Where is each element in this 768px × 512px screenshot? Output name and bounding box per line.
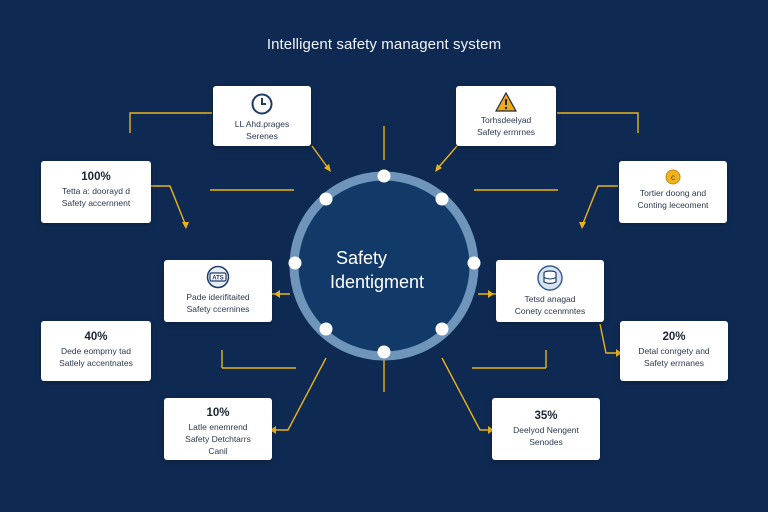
card-line: Dede eomprny tad — [61, 346, 131, 356]
card-line: Conety ccenmntes — [514, 306, 586, 316]
connector-upper-right-bracket — [581, 185, 618, 227]
hub-node — [319, 322, 333, 336]
arrowhead — [182, 222, 189, 229]
card-mid-left[interactable]: ATS Pade iderifitaited Safety ccernines — [164, 260, 272, 322]
hub-label: Safety Identigment — [330, 246, 470, 294]
card-value: 35% — [534, 410, 558, 422]
card-line: Torhsdeelyad — [480, 115, 532, 125]
card-bottom-right[interactable]: 35% Deelyod Nengent Senodes — [492, 398, 600, 460]
arrowhead — [616, 349, 622, 357]
card-line: Safety ccernines — [186, 304, 250, 314]
connector-lower-left-line — [221, 350, 296, 369]
card-lower-right[interactable]: 20% Detal conrgety and Safety errnanes — [620, 321, 728, 381]
svg-text:c: c — [671, 173, 675, 182]
hub-node — [319, 192, 333, 206]
arrowhead — [324, 164, 331, 172]
connector-upper-left-bracket — [150, 185, 187, 227]
warning-icon — [495, 92, 517, 112]
card-bottom-left[interactable]: 10% Latle enemrend Safety Detchtarrs Can… — [164, 398, 272, 460]
clock-icon — [251, 93, 273, 115]
database-gear-icon — [537, 265, 563, 291]
card-line: Latle enemrend — [188, 422, 248, 432]
card-line: Safety errnrnes — [476, 127, 536, 137]
card-lower-left[interactable]: 40% Dede eomprny tad Satlely accentnates — [41, 321, 151, 381]
coin-icon: c — [665, 169, 681, 185]
arrowhead — [579, 222, 586, 229]
svg-text:ATS: ATS — [212, 276, 224, 282]
hub-node — [377, 169, 391, 183]
card-top-right[interactable]: Torhsdeelyad Safety errnrnes — [456, 86, 556, 146]
card-line: Tortier doong and — [639, 188, 707, 198]
card-value: 100% — [81, 171, 111, 183]
connector-top-right-bracket — [557, 112, 639, 133]
hub-node — [435, 322, 449, 336]
card-line: Serenes — [246, 131, 278, 141]
hub-node — [467, 256, 481, 270]
connectors — [129, 112, 639, 431]
arrowhead — [435, 164, 442, 172]
shield-badge-icon: ATS — [206, 265, 230, 289]
card-value: 10% — [206, 407, 230, 419]
card-line: Canil — [208, 446, 228, 456]
card-line: Safety Detchtarrs — [185, 434, 251, 444]
hub-nodes — [288, 169, 481, 359]
diagram-title: Intelligent safety managent system — [266, 36, 502, 53]
arrowhead — [488, 290, 494, 298]
hub-node — [288, 256, 302, 270]
card-value: 20% — [662, 331, 686, 343]
hub-node — [377, 345, 391, 359]
card-value: 40% — [84, 331, 108, 343]
card-upper-right[interactable]: c Tortier doong and Conting leceoment — [619, 161, 727, 223]
connector-top-right-to-hub — [437, 145, 458, 169]
arrowhead — [274, 290, 280, 298]
card-line: Tetsd anagad — [524, 294, 576, 304]
card-line: Tetta a: doorayd d — [61, 186, 131, 196]
connector-lower-right-line — [472, 350, 547, 369]
card-line: Deelyod Nengent — [513, 425, 579, 435]
card-line: Conting leceoment — [637, 200, 709, 210]
connector-arrows — [182, 164, 622, 434]
card-top-left[interactable]: LL Ahd.prages Serenes — [213, 86, 311, 146]
hub-label-line-2: Identigment — [330, 272, 425, 292]
connector-bottom-left-to-hub — [272, 357, 327, 431]
card-line: Safety accernnent — [61, 198, 131, 208]
arrowhead — [270, 426, 276, 434]
hub-node — [435, 192, 449, 206]
hub-fill — [298, 180, 470, 352]
card-upper-left[interactable]: 100% Tetta a: doorayd d Safety accernnen… — [41, 161, 151, 223]
connector-top-left-bracket — [129, 112, 212, 133]
card-line: Senodes — [529, 437, 563, 447]
card-line: Detal conrgety and — [638, 346, 710, 356]
card-line: Pade iderifitaited — [186, 292, 250, 302]
card-line: Satlely accentnates — [59, 358, 133, 368]
connector-top-left-to-hub — [311, 145, 329, 169]
hub-label-line-1: Safety — [336, 248, 388, 268]
connector-bottom-right-to-hub — [441, 357, 492, 431]
arrowhead — [488, 426, 494, 434]
card-mid-right[interactable]: Tetsd anagad Conety ccenmntes — [496, 260, 604, 322]
connector-lower-right-bracket — [599, 323, 620, 354]
card-line: LL Ahd.prages — [234, 119, 290, 129]
card-line: Safety errnanes — [643, 358, 704, 368]
